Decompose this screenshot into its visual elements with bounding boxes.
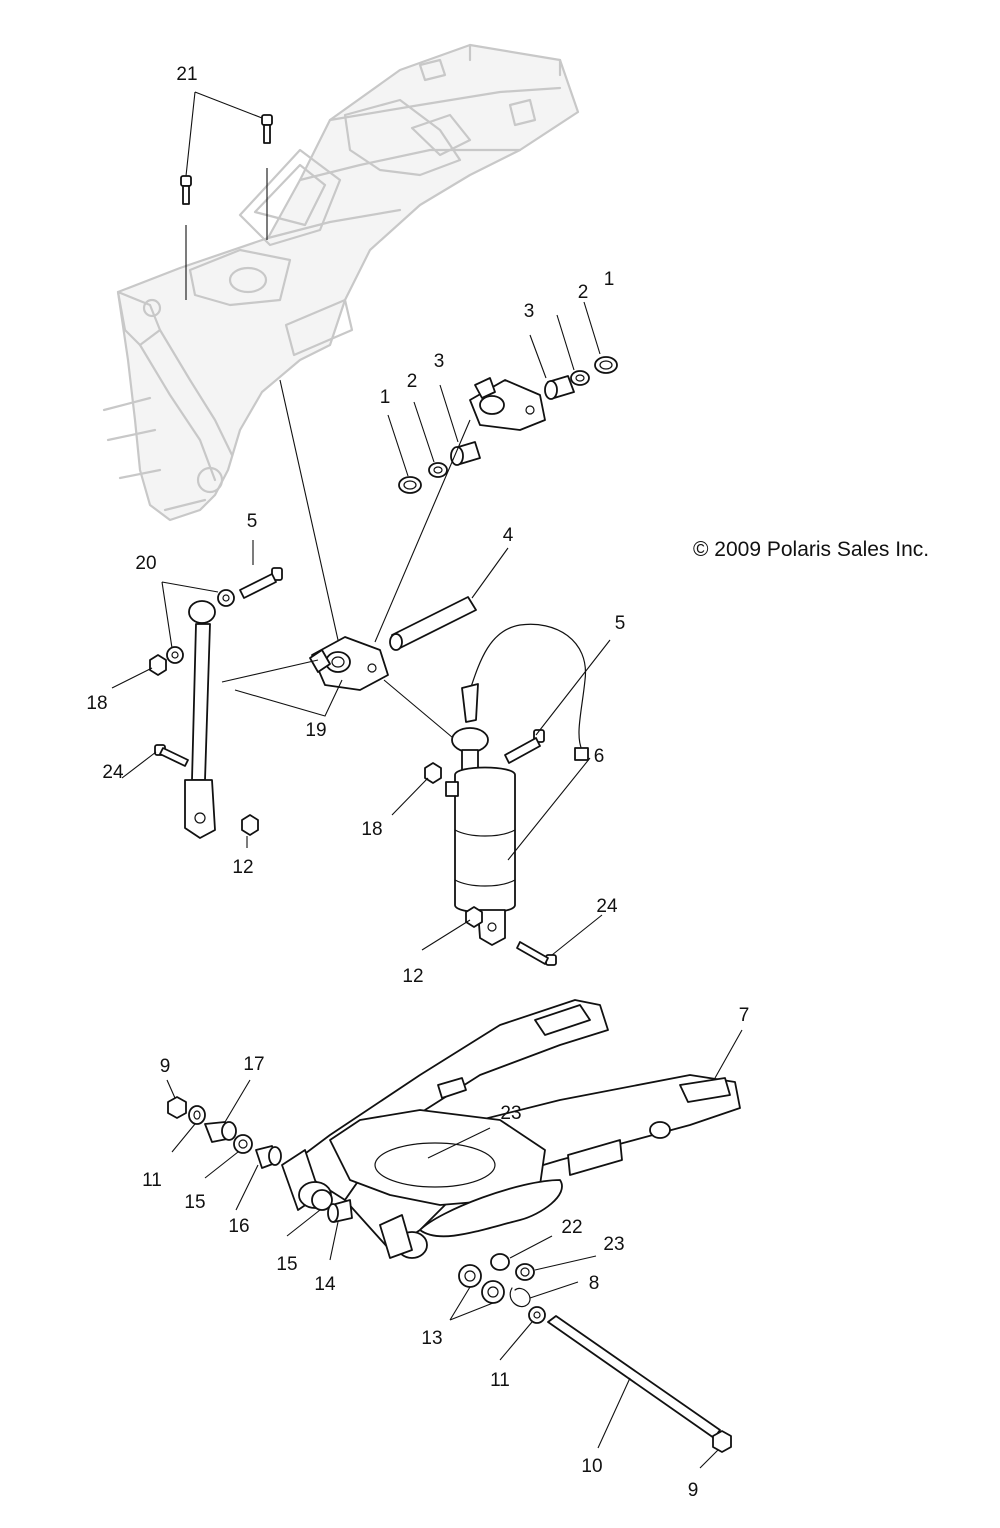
nut-18-shock <box>424 762 442 784</box>
callout-15: 15 <box>276 1254 297 1275</box>
callout-24: 24 <box>102 762 124 783</box>
rocker-lower <box>309 636 389 691</box>
callout-6: 6 <box>594 746 605 767</box>
callout-21: 21 <box>176 64 197 85</box>
bushing-16 <box>255 1145 282 1169</box>
washer-11-upper <box>188 1105 206 1125</box>
nut-9-upper <box>167 1096 187 1119</box>
callout-5: 5 <box>247 511 258 532</box>
bearing-13-lower <box>481 1280 505 1304</box>
callout-12: 12 <box>232 857 253 878</box>
bushing-23-lower <box>515 1263 535 1281</box>
callout-17: 17 <box>243 1054 264 1075</box>
callout-23: 23 <box>603 1234 624 1255</box>
nut-12-left <box>241 814 259 836</box>
spacer-20-left <box>166 646 184 664</box>
nut-12-shock <box>465 906 483 928</box>
callout-11: 11 <box>490 1370 510 1391</box>
callout-11: 11 <box>142 1170 162 1191</box>
bolt-5-shock <box>504 729 545 764</box>
callout-2: 2 <box>578 282 589 303</box>
callout-19: 19 <box>305 720 326 741</box>
washer-11-lower <box>528 1306 546 1324</box>
callout-5: 5 <box>615 613 626 634</box>
callout-3: 3 <box>434 351 445 372</box>
bolt-24-shock <box>516 941 557 966</box>
washer-2-left <box>428 462 448 478</box>
tie-rod <box>184 600 216 839</box>
bolt-24-left <box>154 744 189 767</box>
bearing-14 <box>327 1199 353 1223</box>
callout-24: 24 <box>596 896 618 917</box>
rocker-upper <box>469 377 546 431</box>
callout-labels: 21 1 2 3 1 2 3 5 20 4 5 18 19 24 18 12 6… <box>86 64 749 1501</box>
seal-15-right <box>311 1189 333 1211</box>
callout-9: 9 <box>688 1480 699 1501</box>
callout-4: 4 <box>503 525 514 546</box>
bolt-21-upper <box>261 114 273 144</box>
pin-4 <box>389 596 477 651</box>
washer-2-right <box>570 370 590 386</box>
frame-ghost <box>102 43 580 522</box>
bolt-5-upper <box>239 567 283 599</box>
callout-12: 12 <box>402 966 423 987</box>
callout-22: 22 <box>561 1217 582 1238</box>
spacer-22 <box>490 1253 510 1271</box>
circlip-8 <box>509 1287 531 1308</box>
bearing-13-upper <box>458 1264 482 1288</box>
callout-14: 14 <box>314 1274 336 1295</box>
callout-9: 9 <box>160 1056 171 1077</box>
callout-15: 15 <box>184 1192 205 1213</box>
callout-13: 13 <box>421 1328 442 1349</box>
bolt-21-lower <box>180 175 192 205</box>
callout-7: 7 <box>739 1005 750 1026</box>
seal-1-left <box>398 476 422 494</box>
seal-15-left <box>233 1134 253 1154</box>
axle-10 <box>547 1315 721 1439</box>
callout-8: 8 <box>589 1273 600 1294</box>
callout-18: 18 <box>86 693 107 714</box>
callout-18: 18 <box>361 819 382 840</box>
bushing-3-left <box>450 441 481 466</box>
callout-16: 16 <box>228 1216 249 1237</box>
bushing-17 <box>204 1121 237 1143</box>
callout-20: 20 <box>135 553 156 574</box>
shock-absorber <box>445 727 516 946</box>
callout-1: 1 <box>604 269 615 290</box>
swingarm <box>281 999 741 1259</box>
callout-23: 23 <box>500 1103 521 1124</box>
callout-3: 3 <box>524 301 535 322</box>
nut-9-lower <box>712 1430 732 1453</box>
bushing-3-right <box>544 375 575 400</box>
callout-2: 2 <box>407 371 418 392</box>
callout-10: 10 <box>581 1456 602 1477</box>
callout-1: 1 <box>380 387 391 408</box>
copyright-notice: © 2009 Polaris Sales Inc. <box>693 538 929 561</box>
spacer-20-right <box>217 589 235 607</box>
nut-18-left <box>149 654 167 676</box>
seal-1-right <box>594 356 618 374</box>
